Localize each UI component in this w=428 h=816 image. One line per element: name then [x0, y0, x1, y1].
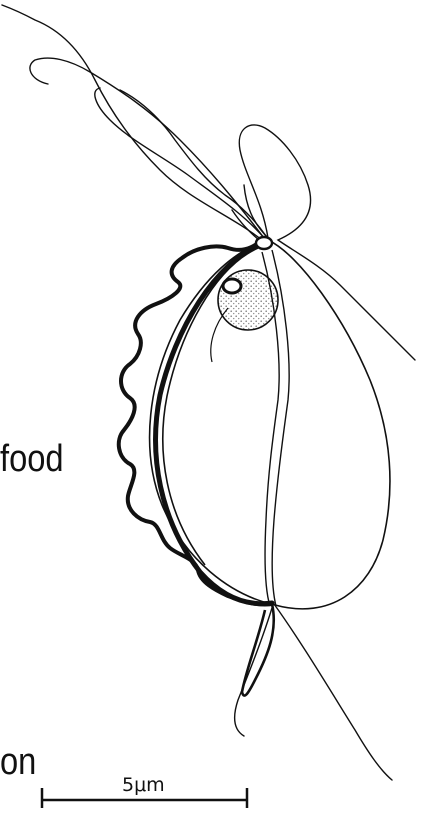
- anterior-flagella: [2, 5, 268, 243]
- posterior-flagellum: [274, 604, 392, 780]
- scale-bar: 5μm: [42, 774, 247, 808]
- cut-label-food: food: [0, 440, 64, 478]
- nucleolus: [223, 279, 241, 293]
- cut-label-on: on: [0, 743, 36, 781]
- posterior-filament: [235, 608, 272, 736]
- basal-body: [256, 237, 272, 249]
- scale-bar-label: 5μm: [122, 774, 165, 796]
